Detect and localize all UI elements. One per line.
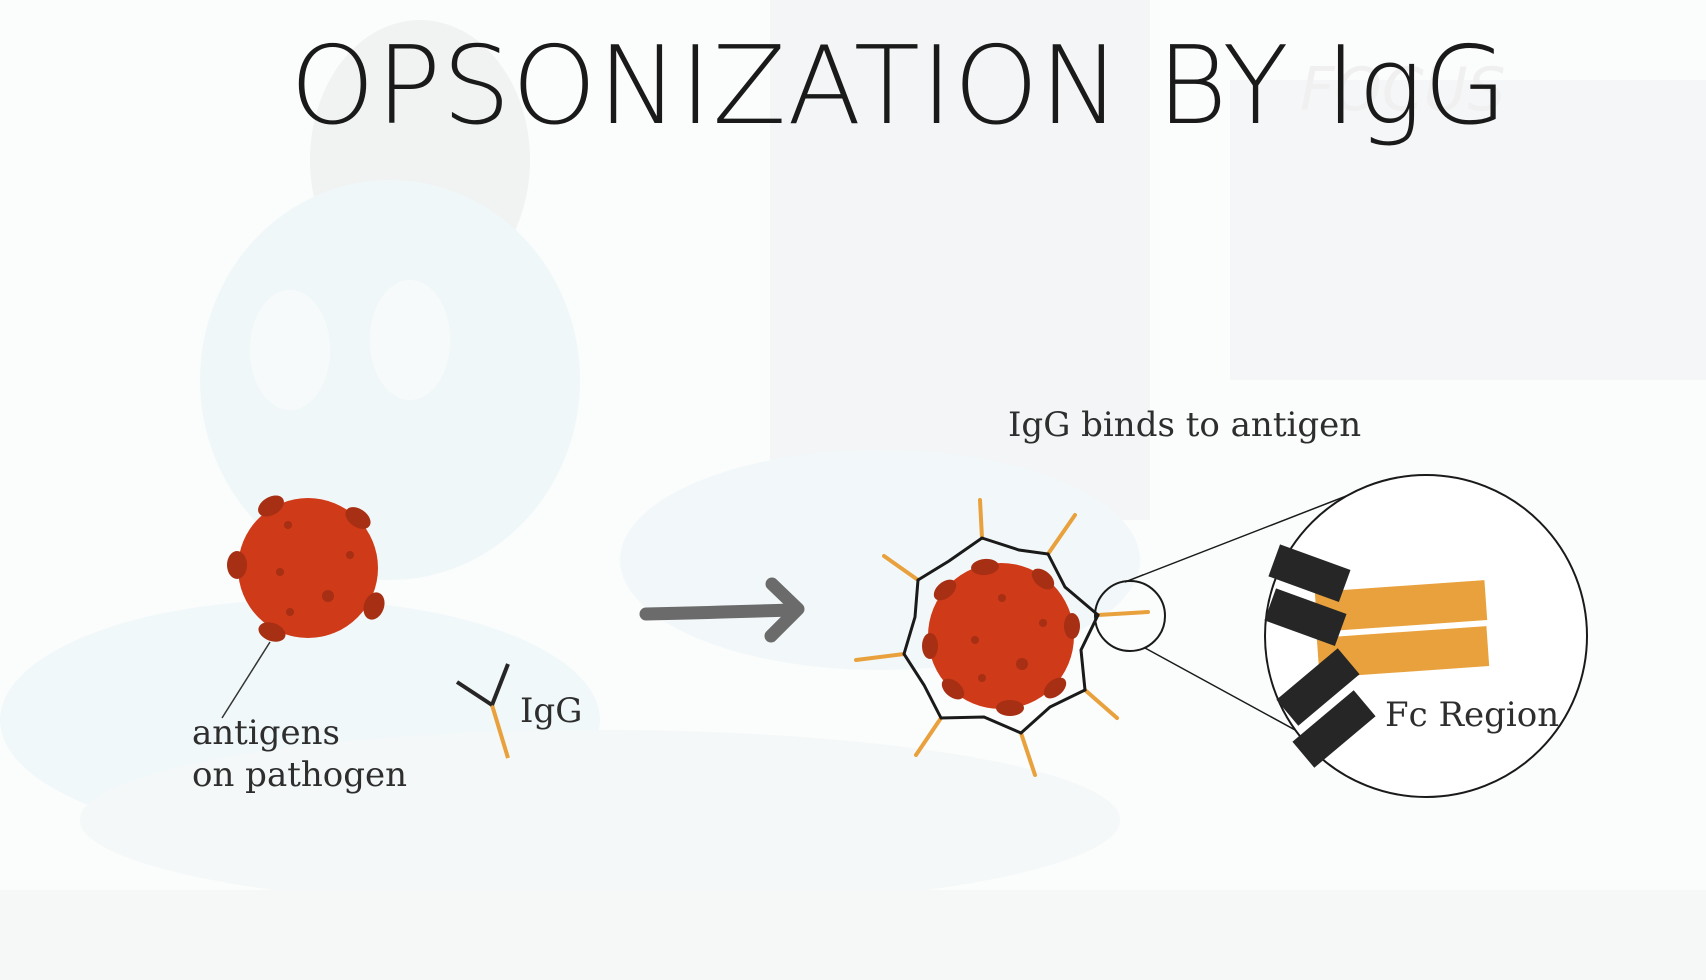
slide-title: OPSONIZATION BY IgG bbox=[290, 24, 1509, 149]
opsonized-pathogen bbox=[854, 498, 1150, 777]
label-igg: IgG bbox=[520, 691, 583, 731]
antigen-pointer-line bbox=[221, 641, 271, 719]
igg-fc-region-closeup bbox=[1264, 544, 1490, 768]
igg-arms-ring bbox=[902, 536, 1100, 735]
magnify-circle bbox=[1094, 474, 1588, 798]
pathogen-cell bbox=[227, 495, 385, 642]
label-igg-binds-to-antigen: IgG binds to antigen bbox=[1008, 405, 1362, 445]
igg-fc-stems bbox=[854, 498, 1150, 777]
watermark-text: FOCUS bbox=[1300, 55, 1506, 125]
right-arrow-icon bbox=[639, 577, 805, 643]
label-fc-region: Fc Region bbox=[1385, 695, 1560, 735]
igg-antibody-icon bbox=[455, 663, 510, 759]
label-antigens: antigens bbox=[192, 713, 340, 753]
label-on-pathogen: on pathogen bbox=[192, 755, 408, 795]
